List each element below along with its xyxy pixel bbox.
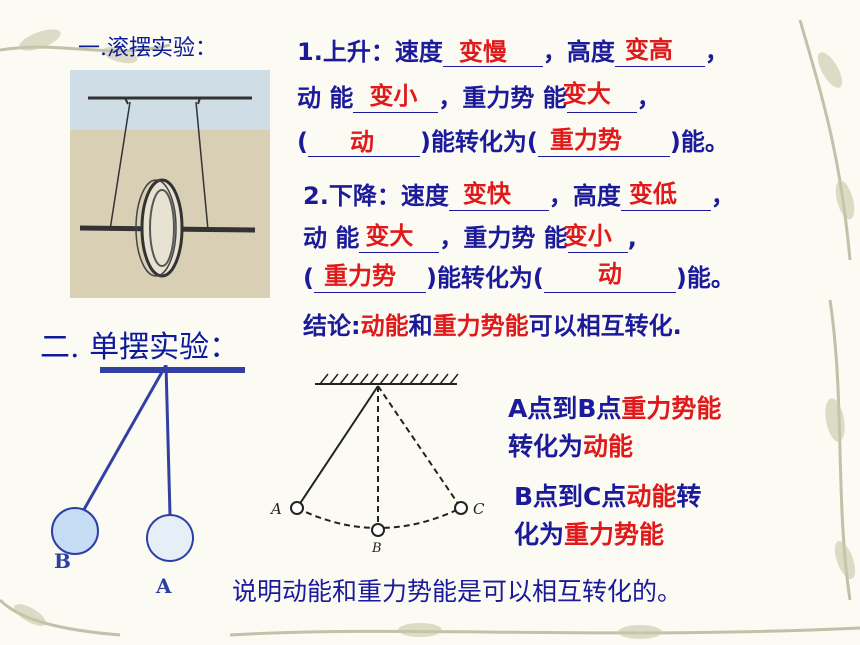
diagram-label-b: B [371, 541, 382, 555]
pendulum-balls-figure [51, 365, 194, 562]
rise-line2-end: ， [636, 84, 661, 112]
rise-line1-end: ， [704, 38, 729, 66]
rise-convert-label: )能转化为( [419, 128, 538, 156]
bc-text-pe: 重力势能 [564, 520, 665, 549]
bc-explanation: B点到C点动能转 化为重力势能 [514, 478, 701, 554]
rise-line2: 动 能变小 ，重力势 能变大 ， [297, 78, 661, 113]
fall-convert-label: )能转化为( [425, 264, 544, 292]
ball-b [51, 507, 99, 555]
rise-speed-label: 1.上升：速度 [297, 38, 443, 66]
rise-line3-end: )能。 [669, 128, 729, 156]
summary-text: 说明动能和重力势能是可以相互转化的。 [232, 577, 683, 606]
section2-title-underline [100, 367, 245, 373]
fall-from-answer: 重力势 [323, 262, 396, 290]
fall-to-blank: 动 [543, 260, 676, 293]
conclusion: 结论:动能和重力势能可以相互转化. [303, 306, 682, 341]
fall-pe-blank: 变小 [564, 222, 628, 253]
fall-ke-blank: 变大 [359, 222, 440, 253]
rise-height-blank: 变高 [614, 36, 705, 67]
conclusion-suffix: 可以相互转化. [528, 312, 682, 340]
rise-ke-answer: 变小 [369, 82, 418, 110]
fall-line3: ( 重力势 )能转化为( 动 )能。 [303, 258, 735, 293]
rise-height-label: ，高度 [542, 38, 615, 66]
bc-text-1: B点到C点 [514, 482, 627, 511]
fall-pe-label: ，重力势 能 [439, 224, 568, 252]
conclusion-ke: 动能 [360, 312, 409, 340]
ab-explanation: A点到B点重力势能 转化为动能 [508, 390, 721, 466]
fall-line2-end: , [627, 224, 637, 252]
fall-line3-end: )能。 [675, 264, 735, 292]
rise-pe-answer: 变大 [562, 80, 611, 108]
ball-a-label: A [156, 574, 172, 598]
rise-height-answer: 变高 [624, 36, 673, 64]
rise-from-answer: 动 [349, 128, 374, 156]
bc-text-3: 转 [676, 482, 702, 511]
fall-speed-blank: 变快 [448, 180, 549, 211]
conclusion-and: 和 [408, 312, 433, 340]
fall-pe-answer: 变小 [563, 222, 612, 250]
fall-open-paren: ( [303, 264, 314, 292]
rise-ke-label: 动 能 [297, 84, 354, 112]
fall-ke-answer: 变大 [365, 222, 414, 250]
fall-height-answer: 变低 [628, 180, 677, 208]
ab-text-3: 转化为 [508, 432, 584, 461]
fall-ke-label: 动 能 [303, 224, 360, 252]
ab-text-pe: 重力势能 [621, 394, 722, 423]
ab-text-1: A点到B点 [508, 394, 622, 423]
section1-title: 一.滚摆实验： [78, 36, 217, 61]
ball-a [146, 514, 194, 562]
rise-line3: ( 动 )能转化为( 重力势 )能。 [297, 122, 729, 157]
rise-from-blank: 动 [307, 128, 420, 157]
fall-from-blank: 重力势 [313, 262, 426, 293]
fall-line1-end: ， [710, 182, 735, 210]
fall-height-blank: 变低 [620, 180, 711, 211]
pendulum-swing-diagram: A B C [269, 373, 485, 555]
rise-pe-label: ，重力势 能 [438, 84, 567, 112]
bc-text-4: 化为 [514, 520, 565, 549]
ab-text-ke: 动能 [583, 432, 634, 461]
rise-ke-blank: 变小 [353, 82, 439, 113]
fall-to-answer: 动 [597, 260, 622, 288]
rolling-pendulum-image [70, 70, 270, 298]
fall-speed-answer: 变快 [462, 180, 511, 208]
rise-to-answer: 重力势 [549, 126, 622, 154]
conclusion-pe: 重力势能 [432, 312, 529, 340]
rise-pe-blank: 变大 [563, 80, 637, 113]
rise-open-paren: ( [297, 128, 308, 156]
rise-line1: 1.上升：速度变慢 ，高度变高 ， [297, 32, 729, 67]
rise-speed-blank: 变慢 [442, 38, 543, 67]
bc-text-ke: 动能 [626, 482, 677, 511]
conclusion-prefix: 结论: [303, 312, 361, 340]
fall-line1: 2.下降：速度变快 ，高度变低 ， [303, 176, 735, 211]
fall-speed-label: 2.下降：速度 [303, 182, 449, 210]
section2-title: 二. 单摆实验： [40, 330, 240, 365]
fall-height-label: ，高度 [548, 182, 621, 210]
diagram-label-c: C [473, 500, 485, 518]
diagram-label-a: A [269, 500, 282, 518]
rise-speed-answer: 变慢 [458, 38, 507, 66]
ball-b-label: B [54, 549, 71, 573]
fall-line2: 动 能变大 ，重力势 能变小, [303, 218, 637, 253]
rise-to-blank: 重力势 [537, 126, 670, 157]
